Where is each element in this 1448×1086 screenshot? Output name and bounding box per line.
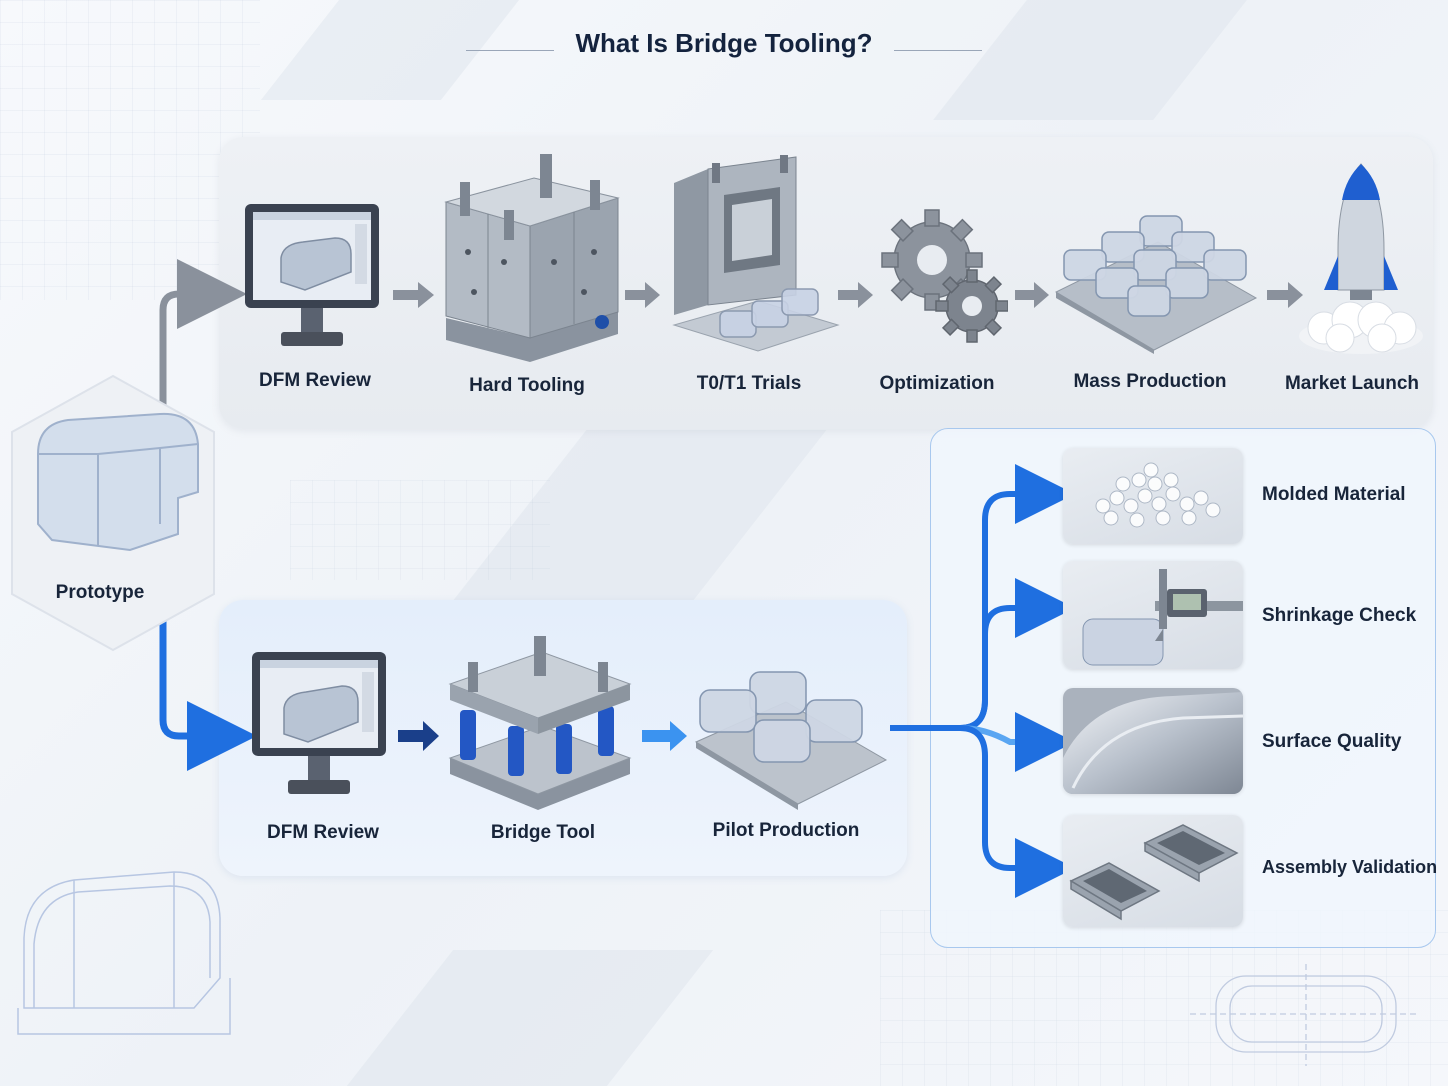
outcome-label: Surface Quality [1262, 731, 1402, 752]
bridge-mold-icon [448, 636, 632, 810]
blue-branch-arrow [159, 605, 257, 771]
pellets-icon [1095, 462, 1221, 528]
mold-icon [444, 154, 620, 362]
step-label: Market Launch [1284, 373, 1420, 394]
title-rule-right [894, 50, 982, 51]
outcome-thumb [1063, 815, 1243, 927]
background-grid [0, 0, 260, 300]
wireframe-part-decoration [17, 871, 231, 1035]
outcome-thumb [1063, 688, 1243, 794]
prototype-part-icon [37, 412, 199, 552]
page-title: What Is Bridge Tooling? [575, 28, 873, 58]
step-label: Pilot Production [712, 820, 860, 841]
bottom-step-arrow [398, 721, 439, 751]
step-label: T0/T1 Trials [696, 373, 802, 394]
wireframe-drawing-decoration [1190, 964, 1418, 1066]
background-grid [290, 480, 550, 580]
outcome-fan-arrows [890, 464, 1075, 898]
monitor-icon [245, 204, 379, 346]
outcome-label: Molded Material [1262, 484, 1406, 505]
step-label: Bridge Tool [490, 822, 596, 843]
monitor-icon [252, 652, 386, 794]
title-wrap: What Is Bridge Tooling? [0, 28, 1448, 59]
bottom-step-arrow [642, 721, 687, 751]
outcome-thumb [1063, 561, 1243, 669]
top-step-arrows [393, 282, 1303, 308]
pilot-parts-icon [694, 671, 888, 810]
housings-icon [1069, 824, 1239, 921]
step-label: Hard Tooling [469, 375, 585, 396]
prototype-label: Prototype [55, 582, 145, 603]
gray-branch-arrow [159, 259, 247, 410]
step-label: DFM Review [267, 822, 379, 843]
outcome-label: Shrinkage Check [1262, 605, 1417, 626]
caliper-icon [1082, 569, 1243, 666]
parts-tray-icon [1054, 215, 1258, 354]
step-label: Mass Production [1073, 371, 1227, 392]
title-rule-left [466, 50, 554, 51]
rocket-icon [1299, 163, 1423, 354]
step-label: DFM Review [259, 370, 371, 391]
gears-icon [881, 209, 1008, 343]
outcome-label: Assembly Validation [1262, 857, 1438, 877]
prototype-node [11, 374, 215, 652]
surface-icon [1063, 688, 1243, 794]
step-label: Optimization [879, 373, 995, 394]
trial-mold-icon [672, 155, 840, 352]
outcome-thumb [1063, 448, 1243, 544]
